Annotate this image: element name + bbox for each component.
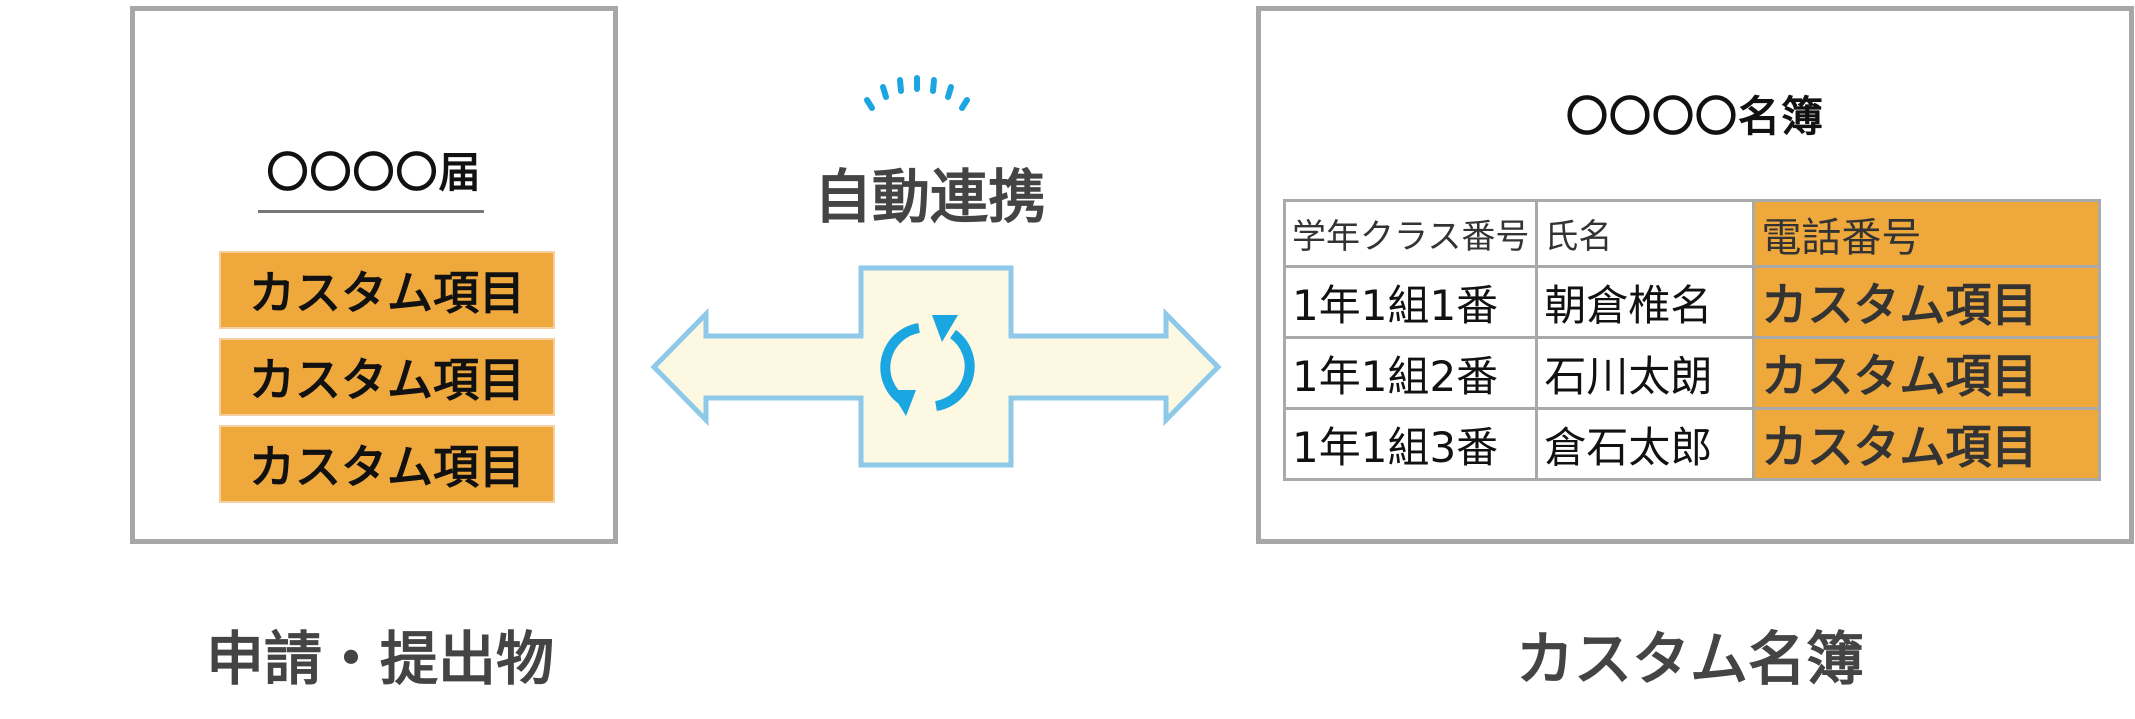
cell-class-number: 1年1組1番 <box>1282 265 1539 339</box>
table-row: 1年1組3番 倉石太郎 カスタム項目 <box>1282 407 2102 481</box>
cell-name: 倉石太郎 <box>1535 407 1756 481</box>
auto-sync-label: 自動連携 <box>813 163 1046 231</box>
directory-title: 〇〇〇〇名簿 <box>1565 92 1824 141</box>
directory-caption: カスタム名簿 <box>1515 625 1864 693</box>
header-name: 氏名 <box>1535 199 1756 268</box>
cell-class-number: 1年1組3番 <box>1282 407 1539 481</box>
submission-caption: 申請・提出物 <box>205 625 554 693</box>
signal-icon <box>864 75 970 111</box>
cell-custom-item: カスタム項目 <box>1752 265 2102 339</box>
directory-table: 学年クラス番号 氏名 電話番号 1年1組1番 朝倉椎名 カスタム項目 1年1組2… <box>1282 199 2102 481</box>
title-underline <box>258 210 484 213</box>
custom-item-chip: カスタム項目 <box>219 425 555 503</box>
custom-directory-card: 〇〇〇〇名簿 学年クラス番号 氏名 電話番号 1年1組1番 朝倉椎名 カスタム項… <box>1256 6 2134 544</box>
bidirectional-arrow-icon <box>650 265 1222 468</box>
cell-custom-item: カスタム項目 <box>1752 407 2102 481</box>
header-class-number: 学年クラス番号 <box>1282 199 1539 268</box>
custom-item-chip: カスタム項目 <box>219 338 555 416</box>
cell-name: 石川太朗 <box>1535 336 1756 410</box>
sync-graphic <box>650 75 1222 468</box>
custom-item-chip: カスタム項目 <box>219 251 555 329</box>
table-header-row: 学年クラス番号 氏名 電話番号 <box>1282 199 2102 268</box>
table-row: 1年1組1番 朝倉椎名 カスタム項目 <box>1282 265 2102 339</box>
cell-name: 朝倉椎名 <box>1535 265 1756 339</box>
cell-custom-item: カスタム項目 <box>1752 336 2102 410</box>
cell-class-number: 1年1組2番 <box>1282 336 1539 410</box>
table-row: 1年1組2番 石川太朗 カスタム項目 <box>1282 336 2102 410</box>
document-title: 〇〇〇〇届 <box>266 148 482 197</box>
header-phone: 電話番号 <box>1752 199 2102 268</box>
submission-document-card: 〇〇〇〇届 カスタム項目 カスタム項目 カスタム項目 <box>130 6 618 544</box>
